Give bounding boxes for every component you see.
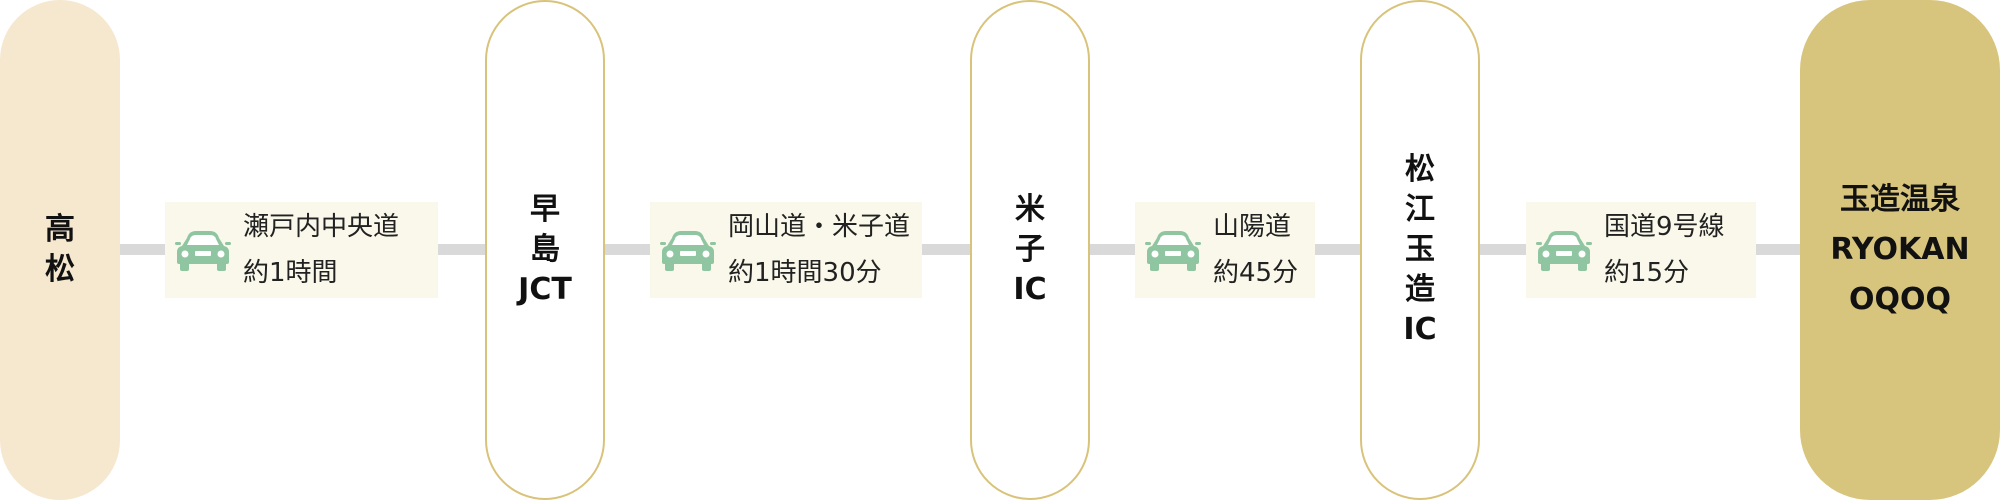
segment-road: 岡山道・米子道 [728, 212, 911, 242]
segment-time: 約1時間 [243, 258, 338, 288]
route-segment: 岡山道・米子道 約1時間30分 [650, 202, 922, 298]
segment-road: 国道9号線 [1604, 212, 1725, 242]
route-segment: 瀬戸内中央道 約1時間 [165, 202, 438, 298]
route-segment: 山陽道 約45分 [1135, 202, 1315, 298]
stop-hayashima-jct: 早 島 JCT [485, 0, 605, 500]
destination-label-line: 玉造温泉 [1839, 182, 1960, 217]
stop-label-char: 早 [530, 192, 560, 227]
segment-time: 約45分 [1213, 258, 1299, 288]
car-icon [660, 231, 716, 271]
segment-road: 山陽道 [1213, 212, 1292, 242]
stop-label-char: 玉 [1405, 232, 1435, 267]
stop-label-char: IC [1013, 272, 1047, 307]
stop-label-char: 島 [530, 232, 560, 267]
segment-time: 約15分 [1604, 258, 1690, 288]
stop-label-char: JCT [518, 272, 572, 307]
stop-label-char: IC [1403, 312, 1437, 347]
car-icon [175, 231, 231, 271]
stop-label-char: 松 [45, 252, 75, 287]
car-icon [1536, 231, 1592, 271]
destination-ryokan-oqoq: 玉造温泉 RYOKAN OQOQ [1800, 0, 2000, 500]
segment-time: 約1時間30分 [728, 258, 882, 288]
car-icon [1145, 231, 1201, 271]
stop-label-char: 造 [1405, 272, 1435, 307]
stop-label-char: 米 [1015, 192, 1045, 227]
stop-label-char: 子 [1015, 232, 1045, 267]
stop-label-char: 松 [1405, 152, 1435, 187]
destination-label-line: RYOKAN [1830, 232, 1970, 267]
segment-road: 瀬戸内中央道 [243, 212, 400, 242]
stop-yonago-ic: 米 子 IC [970, 0, 1090, 500]
stop-label-char: 高 [45, 212, 75, 247]
route-segment: 国道9号線 約15分 [1526, 202, 1756, 298]
destination-label-line: OQOQ [1848, 282, 1951, 317]
stop-takamatsu: 高 松 [0, 0, 120, 500]
stop-matsue-tamatsukuri-ic: 松 江 玉 造 IC [1360, 0, 1480, 500]
stop-label-char: 江 [1405, 192, 1435, 227]
